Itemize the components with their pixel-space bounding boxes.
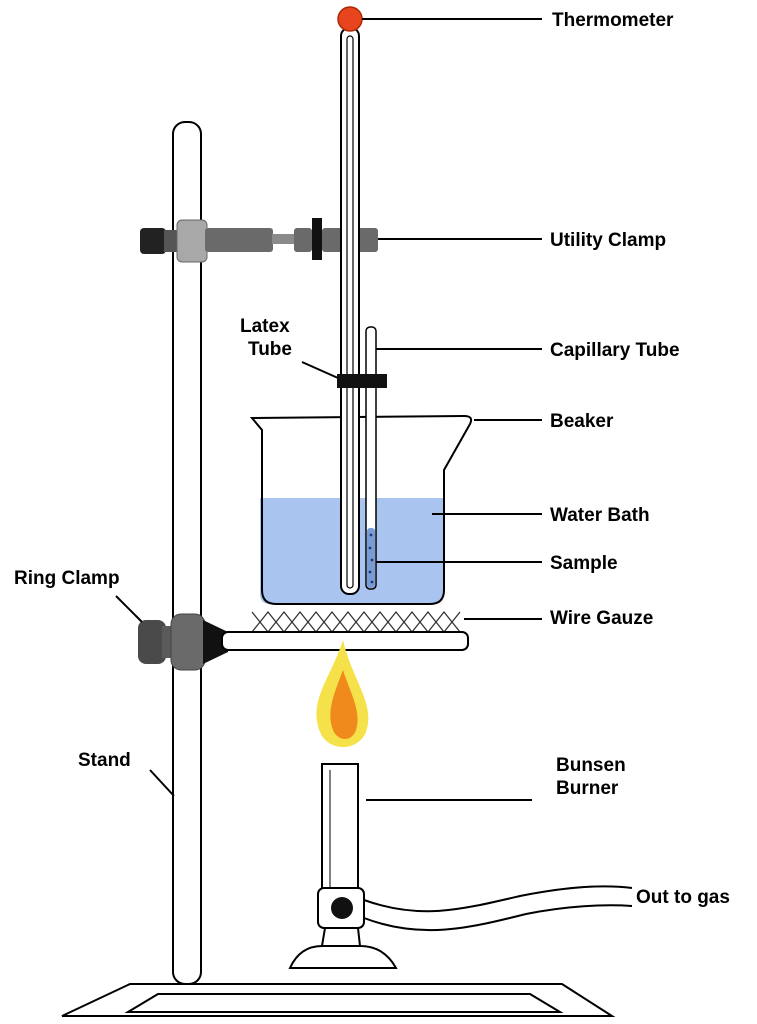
beaker [249,414,473,605]
label-bunsen-burner-line1: Bunsen [556,755,626,776]
label-beaker: Beaker [550,411,614,432]
label-sample: Sample [550,553,618,574]
label-stand: Stand [78,750,131,771]
latex-tube [337,374,387,388]
label-utility-clamp: Utility Clamp [550,230,666,251]
capillary-tube [365,326,377,590]
leader-lines [115,18,542,801]
label-latex-tube-line1: Latex [240,316,290,337]
label-bunsen-burner-line2: Burner [556,778,619,799]
utility-clamp [140,218,378,263]
label-capillary-tube: Capillary Tube [550,340,680,361]
stand-base [61,983,616,1017]
stand-rod [172,121,202,985]
label-latex-tube-line2: Tube [248,339,292,360]
label-water-bath: Water Bath [550,505,650,526]
thermometer [337,6,363,595]
flame [316,640,369,747]
ring-clamp [138,613,469,671]
label-wire-gauze: Wire Gauze [550,608,653,629]
gas-hose [363,885,633,932]
label-ring-clamp: Ring Clamp [14,568,120,589]
thermometer-bulb [337,6,363,32]
sample [367,528,375,588]
bunsen-burner [288,763,398,969]
air-hole [331,897,353,919]
wire-gauze [250,610,462,634]
label-out-to-gas: Out to gas [636,887,730,908]
label-thermometer: Thermometer [552,10,674,31]
